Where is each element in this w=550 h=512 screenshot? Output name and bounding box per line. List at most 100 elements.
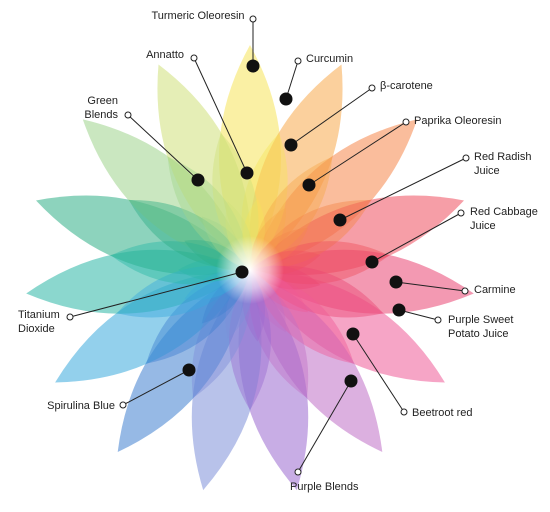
callout-beetroot-red: Beetroot red xyxy=(346,327,473,419)
middle-petal-6 xyxy=(250,270,354,364)
leader-line xyxy=(395,281,466,292)
callout-label-line: Purple Blends xyxy=(290,481,359,493)
callout-beta-carotene: β-carotene xyxy=(284,80,433,152)
outer-petal-14 xyxy=(82,119,250,271)
outer-petals xyxy=(26,45,474,491)
leader-end-ring xyxy=(190,54,198,62)
middle-petal-5 xyxy=(250,265,384,318)
leader-end-ring xyxy=(434,316,442,324)
callout-turmeric-oleoresin: Turmeric Oleoresin xyxy=(151,10,260,73)
callout-label: Paprika Oleoresin xyxy=(414,115,501,127)
callout-label-line: Turmeric Oleoresin xyxy=(151,10,244,22)
leader-end-ring xyxy=(457,209,465,217)
leader-line xyxy=(69,271,243,318)
outer-petal-3 xyxy=(250,119,418,271)
callout-label: Spirulina Blue xyxy=(47,400,115,412)
outer-petal-9 xyxy=(191,270,262,491)
leader-end-ring xyxy=(66,313,74,321)
leader-line xyxy=(290,87,373,146)
marker-dot xyxy=(191,173,205,187)
marker-dot xyxy=(389,275,403,289)
callout-label-line: Purple Sweet xyxy=(448,314,513,326)
callout-label-line: Juice xyxy=(470,220,496,232)
middle-petal-4 xyxy=(250,241,390,285)
callout-carmine: Carmine xyxy=(389,275,516,296)
callout-label-line: Dioxide xyxy=(18,323,55,335)
leader-end-ring xyxy=(400,408,408,416)
marker-dot xyxy=(235,265,249,279)
callout-label-line: Spirulina Blue xyxy=(47,400,115,412)
outer-petal-10 xyxy=(117,270,250,452)
callout-purple-blends: Purple Blends xyxy=(290,374,359,493)
leader-line xyxy=(352,333,405,413)
callout-label-line: Beetroot red xyxy=(412,407,473,419)
callout-label-line: Carmine xyxy=(474,284,516,296)
leader-end-ring xyxy=(124,111,132,119)
callout-label: Carmine xyxy=(474,284,516,296)
callout-curcumin: Curcumin xyxy=(279,53,353,106)
outer-petal-6 xyxy=(250,270,445,383)
middle-petal-12 xyxy=(110,241,250,285)
leader-end-ring xyxy=(294,57,302,65)
callout-label-line: Annatto xyxy=(146,49,184,61)
callout-label-line: Green xyxy=(87,95,118,107)
callout-label-line: Curcumin xyxy=(306,53,353,65)
callout-label: Annatto xyxy=(146,49,184,61)
callout-label: Beetroot red xyxy=(412,407,473,419)
middle-petal-10 xyxy=(146,270,250,364)
callout-label: Turmeric Oleoresin xyxy=(151,10,244,22)
marker-dot xyxy=(333,213,347,227)
callout-label-line: Juice xyxy=(474,165,500,177)
outer-petal-11 xyxy=(55,270,250,383)
leader-end-ring xyxy=(249,15,257,23)
outer-petal-2 xyxy=(248,64,343,270)
outer-petal-15 xyxy=(157,64,252,270)
leader-line xyxy=(193,57,248,174)
callout-label-line: Red Radish xyxy=(474,151,531,163)
callout-label-line: Red Cabbage xyxy=(470,206,538,218)
callout-label: Purple Blends xyxy=(290,481,359,493)
leader-line xyxy=(122,369,190,406)
marker-dot xyxy=(392,303,406,317)
callout-label: β-carotene xyxy=(380,80,433,92)
middle-petal-13 xyxy=(128,199,250,271)
marker-dot xyxy=(284,138,298,152)
callout-paprika-oleoresin: Paprika Oleoresin xyxy=(302,115,501,192)
marker-dot xyxy=(182,363,196,377)
marker-dot xyxy=(346,327,360,341)
marker-dot xyxy=(344,374,358,388)
marker-dot xyxy=(246,59,260,73)
callout-label-line: Blends xyxy=(84,109,118,121)
callout-label-line: Paprika Oleoresin xyxy=(414,115,501,127)
callout-annatto: Annatto xyxy=(146,49,254,180)
leader-end-ring xyxy=(402,118,410,126)
callout-label-line: Titanium xyxy=(18,309,60,321)
middle-petal-7 xyxy=(248,270,309,398)
leader-end-ring xyxy=(119,401,127,409)
leader-line xyxy=(297,380,352,473)
marker-dot xyxy=(365,255,379,269)
leader-line xyxy=(308,121,407,186)
leader-line xyxy=(339,157,467,221)
leader-line xyxy=(285,60,299,100)
leader-line xyxy=(398,309,439,321)
outer-petal-13 xyxy=(36,195,250,275)
callout-label-line: β-carotene xyxy=(380,80,433,92)
marker-dot xyxy=(240,166,254,180)
middle-petal-1 xyxy=(241,133,288,270)
middle-petal-15 xyxy=(212,133,259,270)
leader-line xyxy=(127,114,199,181)
middle-petal-9 xyxy=(191,270,252,398)
callout-spirulina-blue: Spirulina Blue xyxy=(47,363,196,412)
